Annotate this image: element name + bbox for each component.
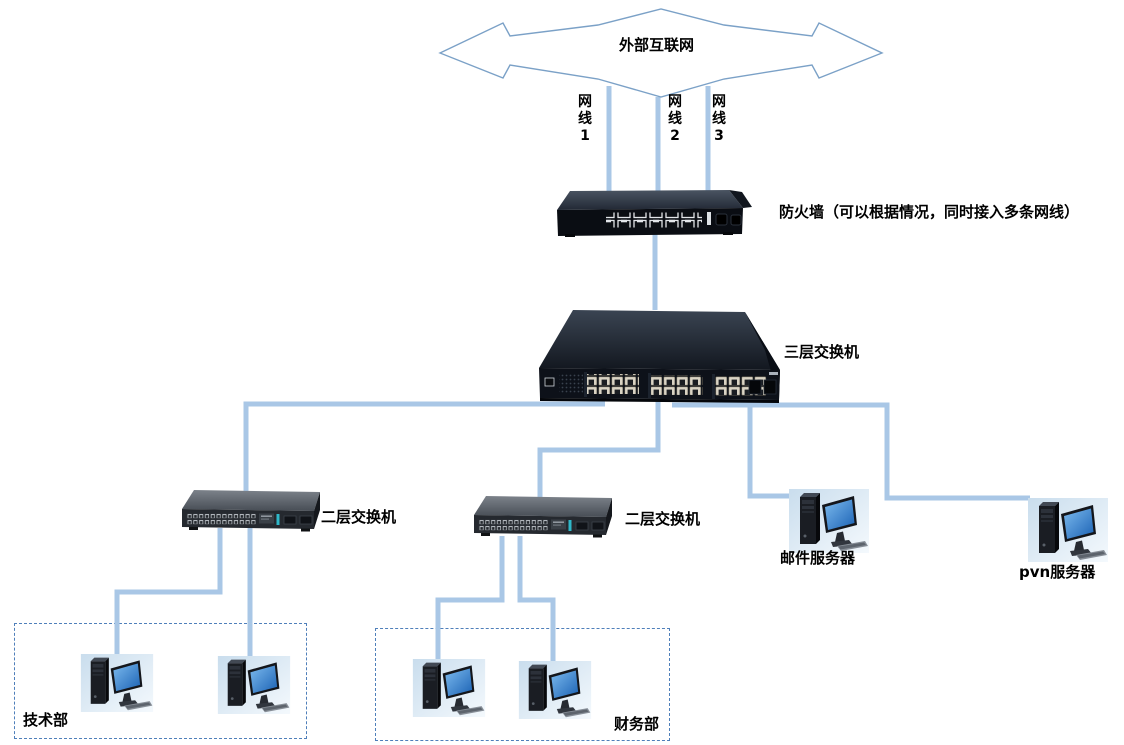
finance-department-zone [375, 628, 670, 741]
left-access-switch-device-image [181, 489, 321, 533]
tech-department-zone [14, 623, 307, 739]
firewall-label: 防火墙（可以根据情况，同时接入多条网线） [779, 203, 1080, 221]
cable-access-to-finance-pc-1 [435, 536, 505, 663]
finance-pc-1-computer-image [410, 659, 488, 717]
mail-server-computer-image [789, 489, 869, 553]
middle-access-switch-label: 二层交换机 [625, 510, 701, 528]
tech-pc-1-computer-image [78, 654, 156, 712]
cable-access-to-tech-pc-1 [114, 528, 223, 658]
cable-access-to-finance-pc-2 [517, 536, 556, 664]
cable-core-to-mail-server [747, 400, 792, 499]
netline-2-label: 网线2 [668, 94, 682, 144]
netline-1-label: 网线1 [578, 94, 592, 144]
pvn-server-computer-image [1028, 498, 1108, 562]
internet-cloud-shape [438, 8, 884, 98]
netline-3-label: 网线3 [712, 94, 726, 144]
internet-cloud-label: 外部互联网 [619, 36, 695, 54]
mail-server-label: 邮件服务器 [780, 549, 856, 567]
cable-core-to-pvn-server [672, 402, 1030, 501]
middle-access-switch-device-image [473, 495, 613, 539]
firewall-device-image [553, 189, 753, 237]
pvn-server-label: pvn服务器 [1019, 563, 1096, 581]
cable-core-to-middle-access-switch [537, 400, 661, 500]
core-switch-device-image [533, 306, 785, 406]
core-switch-label: 三层交换机 [784, 343, 860, 361]
cable-core-to-left-access-switch [243, 401, 605, 492]
tech-pc-2-computer-image [215, 656, 293, 714]
tech-department-label: 技术部 [23, 711, 69, 729]
finance-department-label: 财务部 [614, 715, 660, 733]
finance-pc-2-computer-image [516, 661, 594, 719]
left-access-switch-label: 二层交换机 [321, 508, 397, 526]
